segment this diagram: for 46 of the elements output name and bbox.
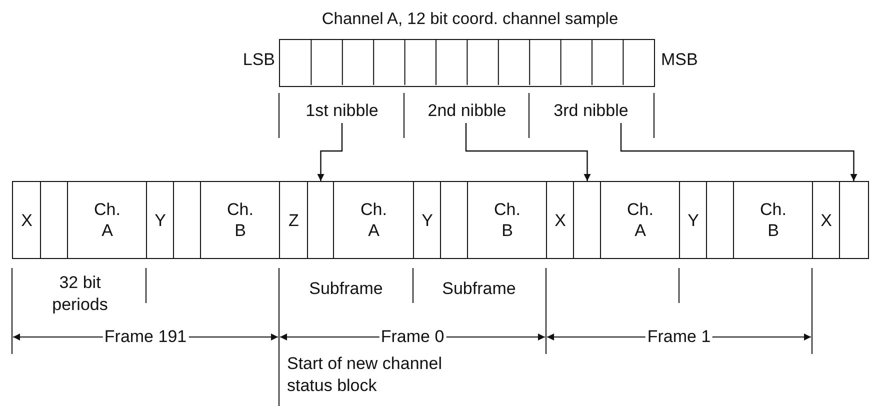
slot-label: Ch. A bbox=[626, 199, 654, 241]
arrow bbox=[465, 123, 591, 181]
slot-label: Ch. A bbox=[93, 199, 122, 241]
frame-slot bbox=[200, 181, 280, 259]
bit-order-label: LSB bbox=[242, 50, 275, 70]
slot-label: Ch. A bbox=[360, 199, 388, 241]
bit-order-label: MSB bbox=[661, 50, 698, 70]
nibble-label: 1st nibble bbox=[292, 100, 392, 122]
frame-slot bbox=[146, 181, 174, 259]
arrow bbox=[620, 123, 858, 181]
empty-bit-slot bbox=[839, 181, 868, 259]
frame-slot bbox=[12, 181, 42, 259]
frame-slot bbox=[546, 181, 574, 259]
slot-label: X bbox=[820, 210, 833, 230]
annotation-text: Subframe bbox=[441, 278, 517, 300]
empty-bit-slot bbox=[706, 181, 734, 259]
frame-slot bbox=[733, 181, 814, 259]
slot-label: Ch. B bbox=[759, 199, 788, 241]
arrow bbox=[317, 123, 343, 181]
empty-bit-slot bbox=[173, 181, 202, 259]
frame-slot bbox=[333, 181, 414, 259]
slot-label: Y bbox=[686, 210, 700, 230]
annotation-text: Subframe bbox=[308, 278, 384, 300]
empty-bit-slot bbox=[40, 181, 68, 259]
frame-slot bbox=[279, 181, 308, 259]
register-title: Channel A, 12 bit coord. channel sample bbox=[320, 10, 620, 29]
frame-slot bbox=[67, 181, 148, 259]
slot-label: Ch. B bbox=[493, 199, 522, 241]
empty-bit-slot bbox=[440, 181, 468, 259]
slot-label: Z bbox=[288, 210, 300, 230]
slot-label: Y bbox=[420, 210, 434, 230]
annotation-text: 32 bit periods bbox=[51, 272, 109, 316]
frame-slot bbox=[812, 181, 840, 259]
slot-label: X bbox=[20, 210, 34, 230]
nibble-label: 2nd nibble bbox=[417, 100, 517, 122]
frame-slot bbox=[413, 181, 442, 259]
annotation-text: Start of new channel status block bbox=[287, 353, 443, 397]
slot-label: X bbox=[554, 210, 567, 230]
empty-bit-slot bbox=[573, 181, 602, 259]
slot-label: Ch. B bbox=[226, 199, 254, 241]
slot-label: Y bbox=[154, 210, 167, 230]
frame-slot bbox=[679, 181, 708, 259]
frame-slot bbox=[600, 181, 680, 259]
frame-slot bbox=[467, 181, 548, 259]
nibble-label: 3rd nibble bbox=[541, 100, 641, 122]
empty-bit-slot bbox=[307, 181, 334, 259]
